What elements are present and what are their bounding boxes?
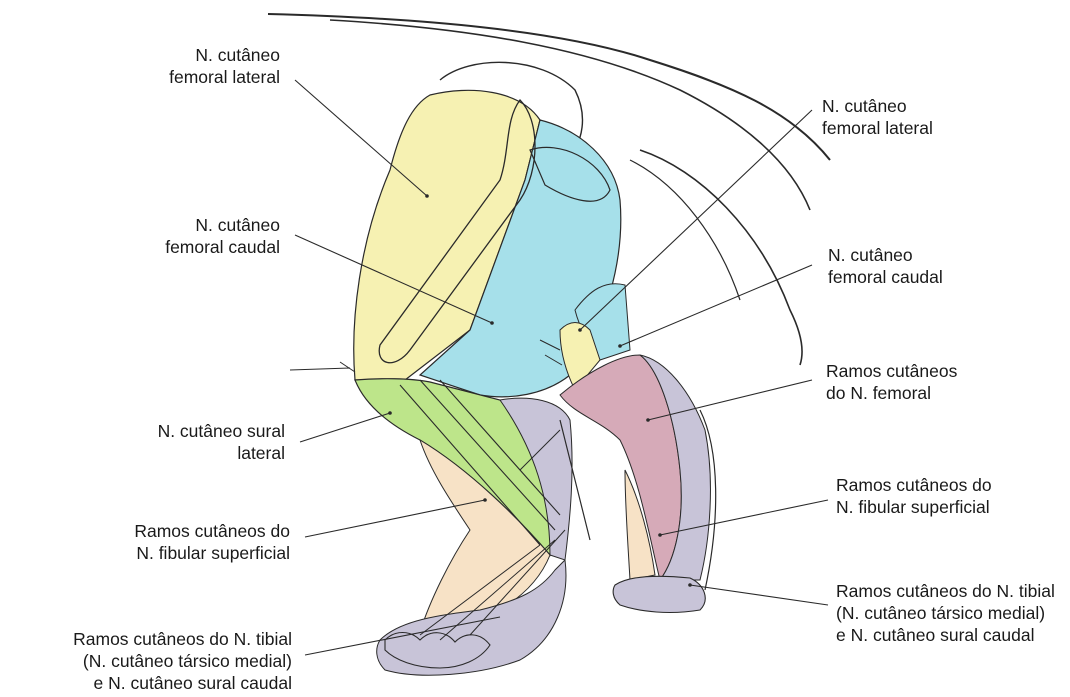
region-tibial-right: [613, 576, 705, 612]
leader-right-femoral-caudal: [620, 265, 812, 346]
label-left-femoral-caudal: N. cutâneo femoral caudal: [165, 214, 280, 258]
label-right-tibial: Ramos cutâneos do N. tibial (N. cutâneo …: [836, 580, 1055, 646]
label-right-femoral-caudal: N. cutâneo femoral caudal: [828, 244, 943, 288]
label-right-femoral-lateral: N. cutâneo femoral lateral: [822, 95, 933, 139]
label-left-tibial: Ramos cutâneos do N. tibial (N. cutâneo …: [73, 628, 292, 694]
leader-left-sural-lateral: [300, 413, 390, 442]
label-left-fibular: Ramos cutâneos do N. fibular superficial: [134, 520, 290, 564]
label-left-femoral-lateral: N. cutâneo femoral lateral: [169, 44, 280, 88]
label-right-fibular: Ramos cutâneos do N. fibular superficial: [836, 474, 992, 518]
label-right-femoral-branches: Ramos cutâneos do N. femoral: [826, 360, 957, 404]
leader-left-fibular: [305, 500, 485, 537]
label-left-sural-lateral: N. cutâneo sural lateral: [158, 420, 285, 464]
leader-right-tibial: [690, 585, 828, 605]
